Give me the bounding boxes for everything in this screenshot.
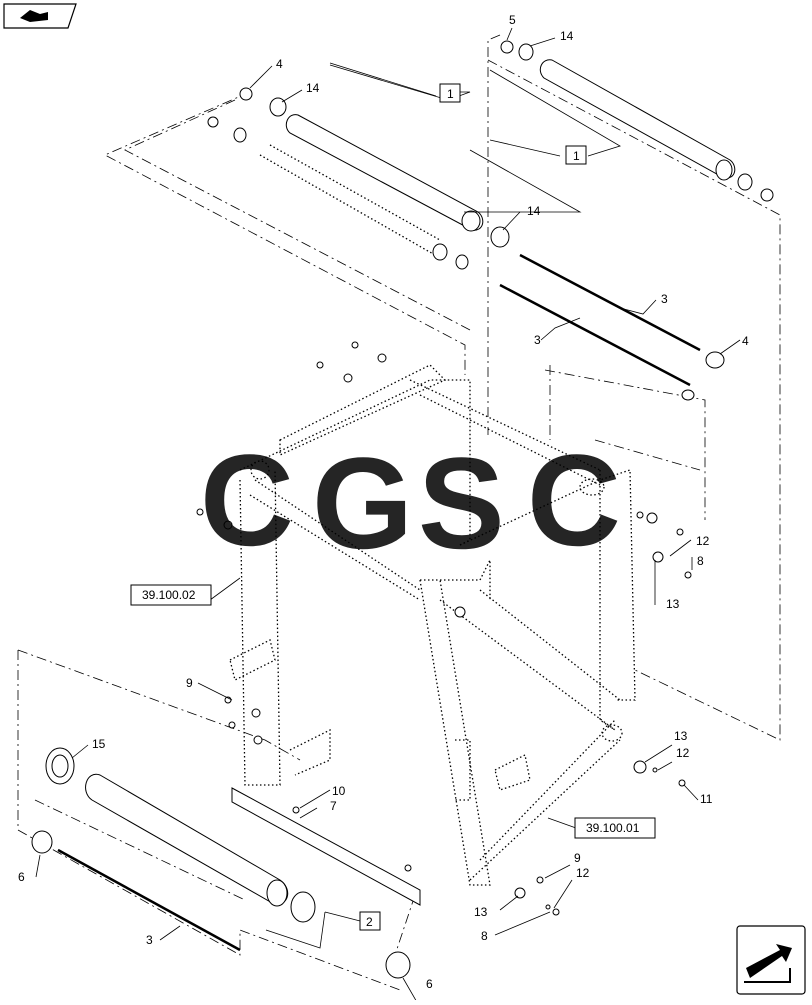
- bearings: [207, 40, 774, 401]
- callout-3-bottom: 3: [146, 933, 153, 947]
- callout-13-upper: 13: [666, 597, 680, 611]
- watermark-letter-c1: C: [200, 427, 294, 573]
- callout-5: 5: [509, 13, 516, 27]
- frame-assembly: [229, 364, 636, 886]
- callout-13-bottom: 13: [474, 905, 488, 919]
- callout-7: 7: [330, 799, 337, 813]
- upper-roller-left: [259, 114, 484, 256]
- callout-9-left: 9: [186, 676, 193, 690]
- callout-boxes: [130, 83, 656, 931]
- callout-8-bottom: 8: [481, 929, 488, 943]
- hardware: [196, 341, 692, 916]
- upper-roller-right: [539, 59, 736, 181]
- callout-9-bottom: 9: [574, 851, 581, 865]
- callout-14-top: 14: [560, 29, 574, 43]
- shafts: [499, 253, 701, 387]
- next-page-arrow-icon[interactable]: [736, 925, 806, 995]
- book-arrow-icon[interactable]: [3, 3, 77, 29]
- ref-39-100-02: 39.100.02: [142, 588, 196, 602]
- callout-3-mid: 3: [534, 333, 541, 347]
- lower-roller: [31, 747, 421, 979]
- callout-3-right: 3: [661, 292, 668, 306]
- callout-6-bottom: 6: [426, 977, 433, 991]
- callout-11: 11: [700, 792, 713, 806]
- callout-12-lower-right: 12: [676, 746, 690, 760]
- callout-8-upper: 8: [697, 554, 704, 568]
- callout-10: 10: [332, 784, 346, 798]
- callout-6-left: 6: [18, 870, 25, 884]
- callout-box-1-right: 1: [573, 149, 580, 163]
- cgsc-watermark: C G S C: [200, 427, 621, 576]
- callout-12-bottom: 12: [576, 866, 590, 880]
- callout-4-right: 4: [742, 334, 749, 348]
- callout-box-1-top: 1: [447, 87, 454, 101]
- watermark-letter-g: G: [312, 430, 413, 576]
- callout-box-2: 2: [366, 915, 373, 929]
- callout-15: 15: [92, 737, 106, 751]
- callout-12-upper: 12: [696, 534, 710, 548]
- watermark-letter-s: S: [418, 430, 505, 576]
- callout-14-mid: 14: [527, 204, 541, 218]
- callout-4-top: 4: [276, 57, 283, 71]
- callout-13-lower-right: 13: [674, 729, 688, 743]
- assembly-outlines: [17, 34, 781, 991]
- ref-39-100-01: 39.100.01: [586, 821, 640, 835]
- callout-labels[interactable]: 5 14 4 14 1 1 14 3 3 4 12 8 13 39.100.02…: [18, 13, 749, 991]
- watermark-letter-c2: C: [527, 427, 621, 573]
- callout-14-left: 14: [306, 81, 320, 95]
